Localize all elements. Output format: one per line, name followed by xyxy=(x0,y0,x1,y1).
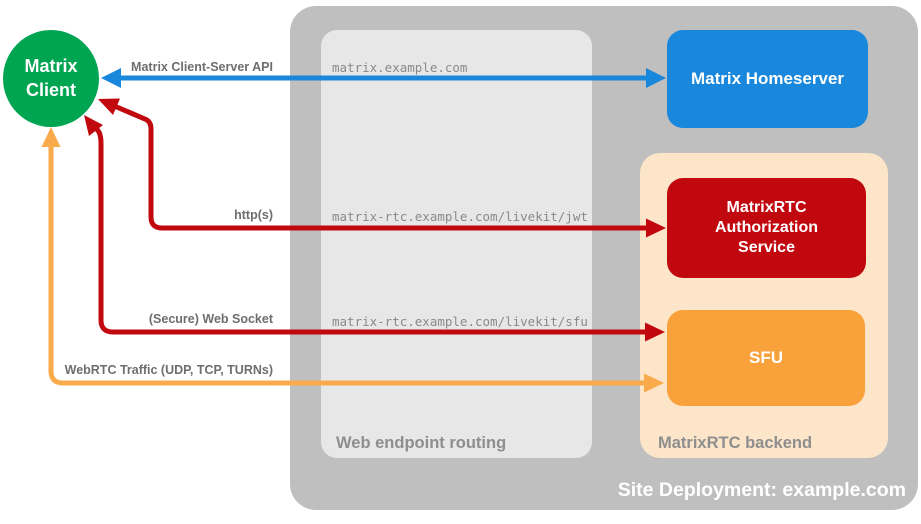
matrixrtc-backend-label: MatrixRTC backend xyxy=(658,434,813,452)
matrixrtc-authorization-service-node: MatrixRTC Authorization Service xyxy=(667,178,866,278)
matrix-homeserver-node: Matrix Homeserver xyxy=(667,30,868,128)
webrtc-traffic-arrow-label: WebRTC Traffic (UDP, TCP, TURNs) xyxy=(64,363,273,377)
sfu-endpoint-url: matrix-rtc.example.com/livekit/sfu xyxy=(332,314,588,329)
matrix-homeserver-label: Matrix Homeserver xyxy=(690,69,845,88)
matrixrtc-authorization-service-label: MatrixRTC Authorization Service xyxy=(714,199,819,256)
site-deployment-label: Site Deployment: example.com xyxy=(617,479,906,501)
sfu-label: SFU xyxy=(749,348,783,367)
web-socket-arrow-label: (Secure) Web Socket xyxy=(148,312,273,326)
sfu-node: SFU xyxy=(667,310,865,406)
jwt-endpoint-url: matrix-rtc.example.com/livekit/jwt xyxy=(332,209,588,224)
matrix-client-node: Matrix Client xyxy=(3,30,99,127)
web-endpoint-routing-container xyxy=(321,30,592,458)
https-arrow-label: http(s) xyxy=(234,208,273,222)
web-endpoint-routing-label: Web endpoint routing xyxy=(336,434,507,452)
client-server-api-arrow-label: Matrix Client-Server API xyxy=(131,60,273,74)
homeserver-endpoint-url: matrix.example.com xyxy=(332,60,468,75)
matrix-client-label: Matrix Client xyxy=(24,56,78,100)
